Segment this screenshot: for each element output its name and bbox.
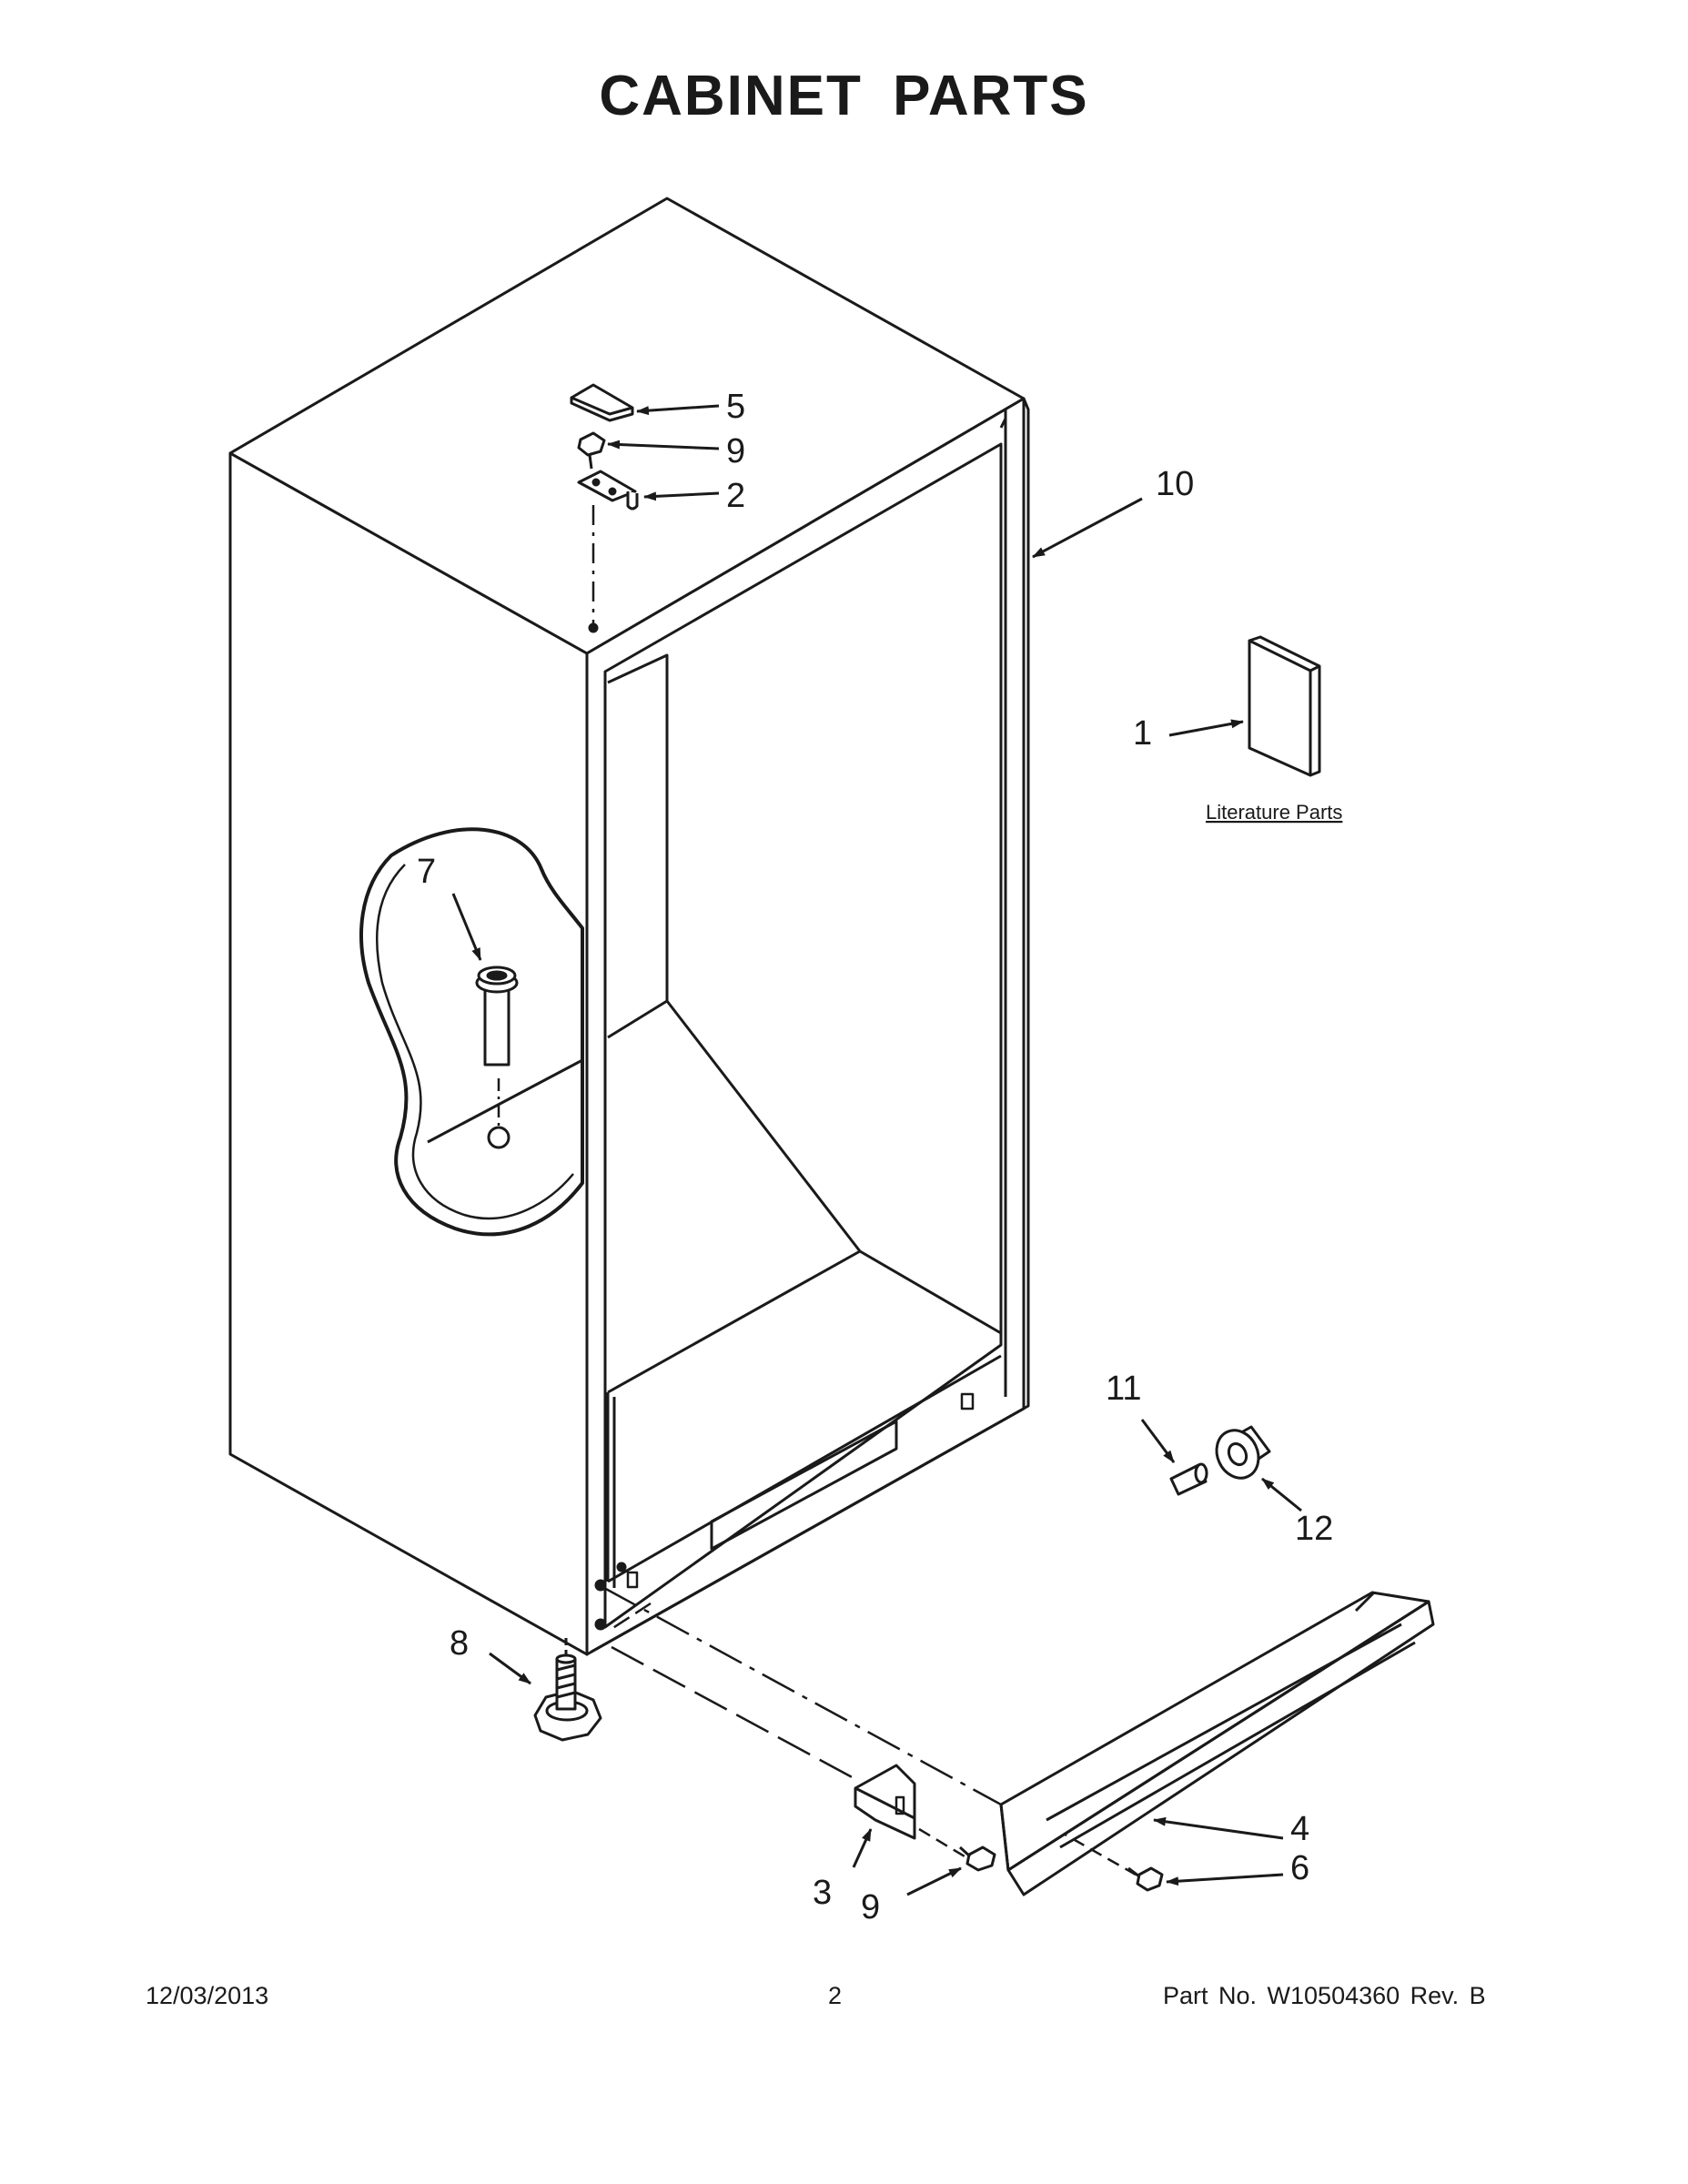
callout-5: 5 bbox=[726, 388, 745, 426]
part-grille-screw bbox=[1127, 1866, 1284, 1892]
assembly-lines bbox=[603, 1586, 1137, 1876]
callout-9-bottom: 9 bbox=[861, 1888, 880, 1926]
part-hinge-screw-top bbox=[577, 431, 720, 470]
footer-page-number: 2 bbox=[828, 1982, 843, 2009]
part-pin bbox=[1140, 1419, 1208, 1496]
part-base-grille bbox=[999, 1591, 1435, 1896]
part-bracket bbox=[852, 1764, 916, 1868]
part-top-hinge bbox=[577, 470, 720, 623]
callout-6: 6 bbox=[1290, 1849, 1309, 1887]
callout-8: 8 bbox=[450, 1624, 469, 1663]
callout-1: 1 bbox=[1133, 714, 1152, 753]
part-literature bbox=[1168, 635, 1321, 777]
callout-4: 4 bbox=[1290, 1810, 1309, 1848]
part-bracket-screw bbox=[906, 1845, 996, 1896]
arrow-cabinet bbox=[1032, 497, 1143, 559]
part-bushing bbox=[1215, 1425, 1302, 1512]
callout-11: 11 bbox=[1106, 1370, 1141, 1408]
footer-date: 12/03/2013 bbox=[146, 1982, 269, 2009]
callout-2: 2 bbox=[726, 477, 745, 515]
callout-7: 7 bbox=[417, 853, 436, 891]
footer-part-number: Part No. W10504360 Rev. B bbox=[1163, 1982, 1486, 2009]
part-drain-tube bbox=[451, 893, 519, 1067]
cutaway-reveal bbox=[359, 827, 584, 1237]
callout-3: 3 bbox=[813, 1874, 832, 1912]
part-leveling-leg bbox=[489, 1638, 602, 1742]
callout-9-top: 9 bbox=[726, 432, 745, 470]
callout-10: 10 bbox=[1156, 465, 1194, 503]
literature-parts-label: Literature Parts bbox=[1206, 801, 1342, 824]
callout-12: 12 bbox=[1295, 1510, 1333, 1548]
page-title: CABINET PARTS bbox=[599, 65, 1089, 127]
cabinet-body bbox=[228, 197, 1030, 1656]
part-hinge-cover bbox=[570, 383, 720, 422]
